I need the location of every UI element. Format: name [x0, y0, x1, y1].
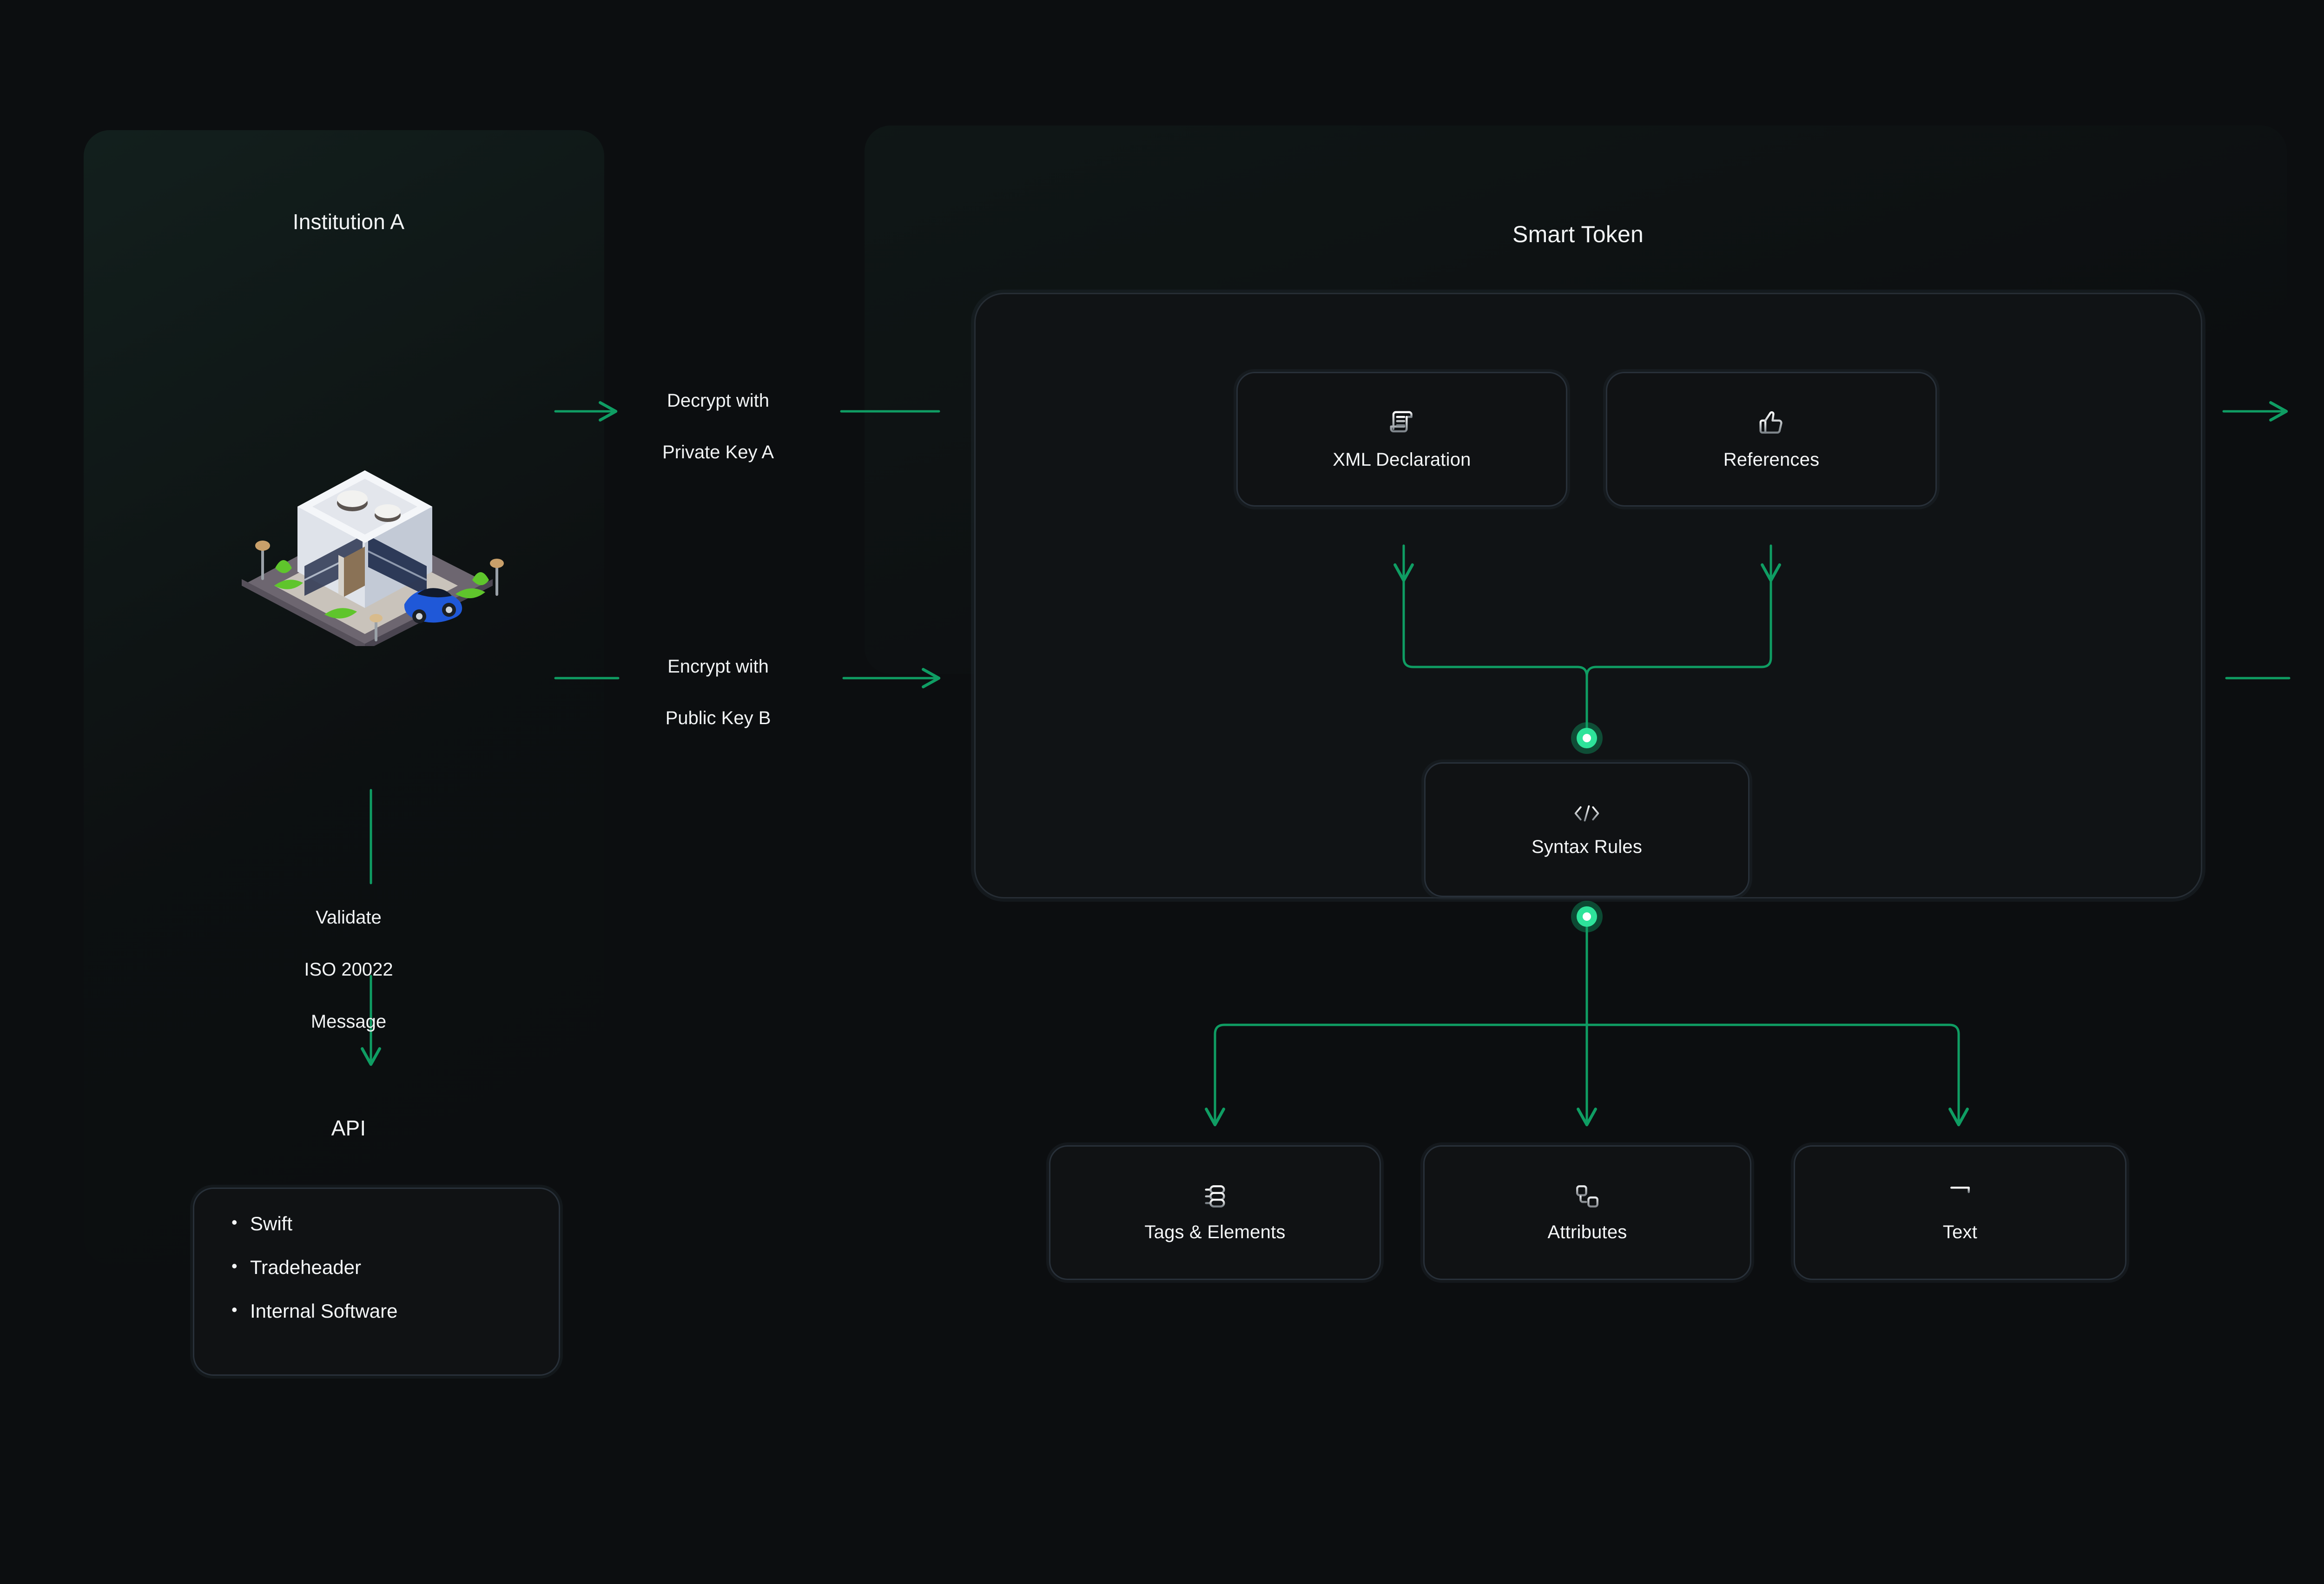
- scroll-icon: [1387, 409, 1416, 437]
- list-item[interactable]: Swift: [231, 1214, 559, 1234]
- edge-label-line1: Encrypt with: [2305, 388, 2324, 414]
- node-text[interactable]: Text: [1794, 1145, 2126, 1280]
- validate-line1: Validate: [316, 907, 382, 928]
- institution-a-backdrop: [84, 130, 604, 1264]
- api-caption: API: [331, 1116, 366, 1140]
- linked-squares-icon: [1574, 1183, 1601, 1210]
- node-label: Attributes: [1547, 1221, 1627, 1242]
- edge-label-line1: Decrypt with: [667, 390, 770, 411]
- wire-syntax-to-tags: [1214, 1023, 1588, 1122]
- list-item[interactable]: Tradeheader: [231, 1258, 559, 1277]
- node-label: XML Declaration: [1333, 449, 1471, 470]
- node-xml-declaration[interactable]: XML Declaration: [1236, 372, 1567, 507]
- tree-list-icon: [1202, 1183, 1228, 1210]
- api-list-box: Swift Tradeheader Internal Software: [193, 1188, 560, 1376]
- edge-label-validate-iso-message: Validate ISO 20022 Message: [218, 878, 479, 1061]
- node-references[interactable]: References: [1606, 372, 1937, 507]
- validate-line2: ISO 20022: [304, 959, 393, 980]
- smart-token-caption: Smart Token: [1512, 221, 1644, 247]
- office-building-illustration: [242, 470, 504, 646]
- edge-label-line2: Private Key B: [2303, 706, 2324, 731]
- edge-label-encrypt-public-b: Encrypt with Public Key B: [590, 628, 846, 757]
- node-syntax-rules[interactable]: Syntax Rules: [1424, 762, 1750, 897]
- thumbs-up-icon: [1757, 409, 1786, 437]
- validate-line3: Message: [310, 1011, 387, 1032]
- connection-dot-bottom: [1571, 901, 1603, 932]
- node-attributes[interactable]: Attributes: [1423, 1145, 1751, 1280]
- edge-label-decrypt-private-a: Decrypt with Private Key A: [590, 363, 846, 491]
- edge-label-line2: Public Key B: [665, 707, 771, 728]
- node-label: Tags & Elements: [1144, 1221, 1286, 1242]
- edge-label-line1: Decrypt with: [2303, 654, 2324, 680]
- code-brackets-icon: [1572, 802, 1601, 825]
- text-format-icon: [1947, 1183, 1973, 1210]
- edge-label-decrypt-private-b: Decrypt with Private Key B: [2303, 628, 2324, 757]
- edge-label-line1: Encrypt with: [667, 656, 769, 677]
- node-label: Text: [1942, 1221, 1978, 1242]
- api-list: Swift Tradeheader Internal Software: [231, 1214, 559, 1321]
- node-label: References: [1723, 449, 1820, 470]
- node-tags-elements[interactable]: Tags & Elements: [1049, 1145, 1381, 1280]
- list-item[interactable]: Internal Software: [231, 1301, 559, 1321]
- edge-label-line2: Public Key A: [2305, 440, 2324, 465]
- wire-syntax-to-text: [1585, 1023, 1960, 1122]
- edge-label-encrypt-public-a: Encrypt with Public Key A: [2305, 363, 2324, 491]
- institution-a-caption: Institution A: [292, 210, 405, 234]
- node-label: Syntax Rules: [1531, 836, 1643, 857]
- edge-label-line2: Private Key A: [662, 442, 774, 462]
